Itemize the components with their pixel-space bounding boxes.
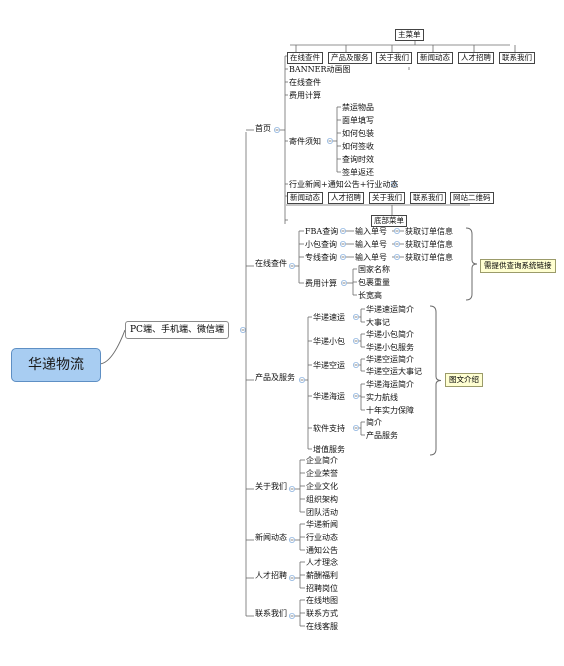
product-group[interactable]: 增值服务	[313, 445, 345, 454]
home-node[interactable]: 首页	[255, 124, 271, 133]
products-node[interactable]: 产品及服务	[255, 373, 295, 382]
product-group[interactable]: 华递小包	[313, 337, 345, 346]
about-item[interactable]: 企业荣誉	[306, 469, 338, 478]
menu-item-online[interactable]: 在线查件	[287, 52, 323, 64]
product-item[interactable]: 华递空运简介	[366, 355, 414, 364]
news-item[interactable]: 行业动态	[306, 533, 338, 542]
about-item[interactable]: 团队活动	[306, 508, 338, 517]
about-item[interactable]: 企业文化	[306, 482, 338, 491]
jobs-item[interactable]: 招聘岗位	[306, 584, 338, 593]
mailing-item[interactable]: 如何包装	[342, 129, 374, 138]
news-item[interactable]: 通知公告	[306, 546, 338, 555]
product-group[interactable]: 华递空运	[313, 361, 345, 370]
bottom-menu-node[interactable]: 底部菜单	[371, 215, 407, 227]
bottom-item-qrcode[interactable]: 网站二维码	[450, 192, 494, 204]
about-node[interactable]: 关于我们	[255, 482, 287, 491]
query-type[interactable]: 小包查询	[305, 240, 337, 249]
online-node[interactable]: 在线查件	[255, 259, 287, 268]
query-input[interactable]: 输入单号	[355, 227, 387, 236]
query-result[interactable]: 获取订单信息	[405, 227, 453, 236]
jobs-node[interactable]: 人才招聘	[255, 571, 287, 580]
bottom-item-news[interactable]: 新闻动态	[287, 192, 323, 204]
product-item[interactable]: 华递小包简介	[366, 330, 414, 339]
query-input[interactable]: 输入单号	[355, 253, 387, 262]
online-fee-node[interactable]: 费用计算	[305, 279, 337, 288]
root-connector	[98, 329, 126, 365]
product-group[interactable]: 华递海运	[313, 392, 345, 401]
root-node[interactable]: 华递物流	[11, 348, 101, 382]
platform-node[interactable]: PC端、手机端、微信端	[125, 321, 229, 339]
mailing-item[interactable]: 查询时效	[342, 155, 374, 164]
contact-item[interactable]: 联系方式	[306, 609, 338, 618]
fee-item[interactable]: 长宽高	[358, 291, 382, 300]
home-online-node[interactable]: 在线查件	[289, 78, 321, 87]
home-fee-node[interactable]: 费用计算	[289, 91, 321, 100]
product-group[interactable]: 华递速运	[313, 313, 345, 322]
news-item[interactable]: 华递新闻	[306, 520, 338, 529]
contact-node[interactable]: 联系我们	[255, 609, 287, 618]
contact-item[interactable]: 在线地图	[306, 596, 338, 605]
menu-item-news[interactable]: 新闻动态	[417, 52, 453, 64]
fee-item[interactable]: 包裹重量	[358, 278, 390, 287]
product-item[interactable]: 产品服务	[366, 431, 398, 440]
mailing-item[interactable]: 禁运物品	[342, 103, 374, 112]
news-node[interactable]: 新闻动态	[255, 533, 287, 542]
product-item[interactable]: 实力航线	[366, 393, 398, 402]
about-item[interactable]: 组织架构	[306, 495, 338, 504]
about-item[interactable]: 企业简介	[306, 456, 338, 465]
product-item[interactable]: 华递海运简介	[366, 380, 414, 389]
product-item[interactable]: 华递速运简介	[366, 305, 414, 314]
mailing-node[interactable]: 寄件须知	[289, 137, 321, 146]
product-group[interactable]: 软件支持	[313, 424, 345, 433]
banner-node[interactable]: BANNER动画图	[289, 65, 351, 74]
product-item[interactable]: 华递空运大事记	[366, 367, 422, 376]
bottom-item-contact[interactable]: 联系我们	[410, 192, 446, 204]
fee-item[interactable]: 国家名称	[358, 265, 390, 274]
query-type[interactable]: 专线查询	[305, 253, 337, 262]
jobs-item[interactable]: 薪酬福利	[306, 571, 338, 580]
menu-item-contact[interactable]: 联系我们	[499, 52, 535, 64]
bottom-item-jobs[interactable]: 人才招聘	[328, 192, 364, 204]
online-brace	[465, 227, 478, 301]
industry-news-node[interactable]: 行业新闻+通知公告+行业动态	[289, 180, 399, 189]
mailing-item[interactable]: 如何签收	[342, 142, 374, 151]
menu-item-jobs[interactable]: 人才招聘	[458, 52, 494, 64]
product-item[interactable]: 华递小包服务	[366, 343, 414, 352]
query-result[interactable]: 获取订单信息	[405, 253, 453, 262]
online-note[interactable]: 需提供查询系统链接	[480, 259, 556, 273]
menu-item-about[interactable]: 关于我们	[376, 52, 412, 64]
products-note[interactable]: 图文介绍	[445, 373, 483, 387]
product-item[interactable]: 十年实力保障	[366, 406, 414, 415]
product-item[interactable]: 大事记	[366, 318, 390, 327]
product-item[interactable]: 简介	[366, 418, 382, 427]
bottom-item-about[interactable]: 关于我们	[369, 192, 405, 204]
query-type[interactable]: FBA查询	[305, 227, 339, 236]
main-menu-node[interactable]: 主菜单	[395, 29, 424, 41]
mailing-item[interactable]: 签单返还	[342, 168, 374, 177]
query-input[interactable]: 输入单号	[355, 240, 387, 249]
query-result[interactable]: 获取订单信息	[405, 240, 453, 249]
mailing-item[interactable]: 面单填写	[342, 116, 374, 125]
products-brace	[429, 305, 442, 456]
contact-item[interactable]: 在线客服	[306, 622, 338, 631]
menu-item-products[interactable]: 产品及服务	[328, 52, 372, 64]
jobs-item[interactable]: 人才理念	[306, 558, 338, 567]
